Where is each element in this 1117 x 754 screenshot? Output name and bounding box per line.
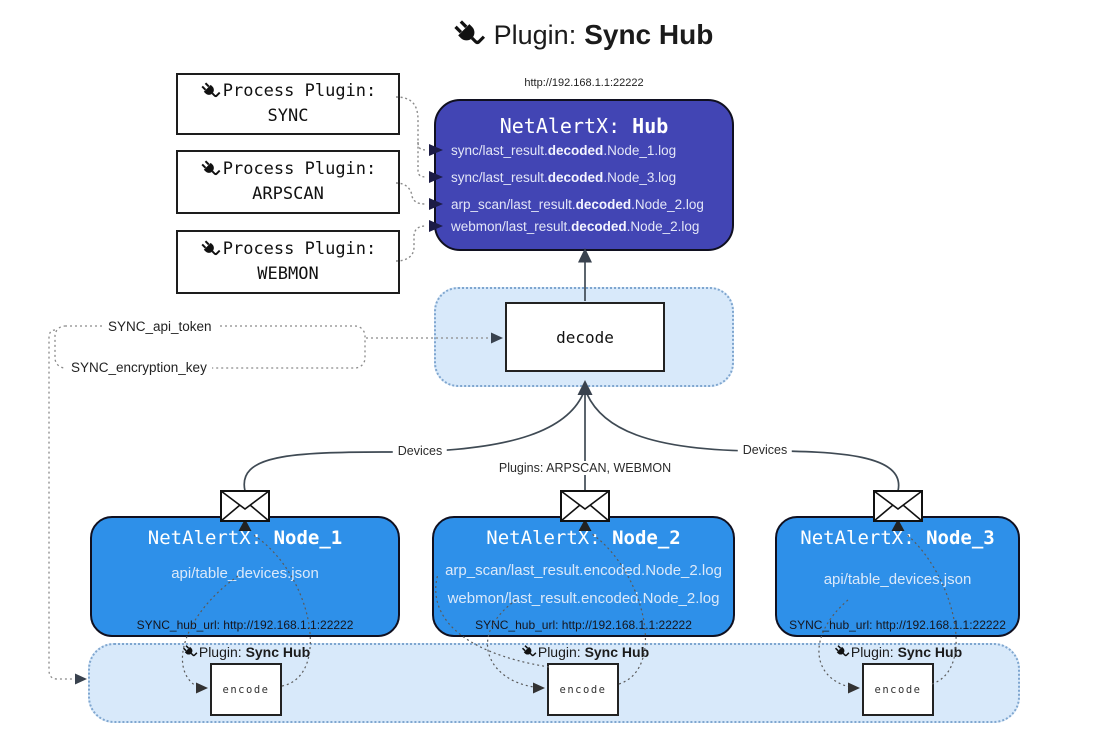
process-plugin-sync: Process Plugin: SYNC xyxy=(176,73,400,135)
node-title: NetAlertX: Node_1 xyxy=(147,527,343,549)
sync-encryption-key-label: SYNC_encryption_key xyxy=(66,360,212,375)
node-file: arp_scan/last_result.encoded.Node_2.log xyxy=(445,562,722,579)
node-title: NetAlertX: Node_3 xyxy=(800,527,995,549)
sync-api-token-label: SYNC_api_token xyxy=(103,319,217,334)
process-plugin-webmon: Process Plugin: WEBMON xyxy=(176,230,400,294)
process-plugin-name: WEBMON xyxy=(257,264,319,284)
plug-icon xyxy=(182,644,198,660)
process-plugin-label: Process Plugin: xyxy=(222,81,377,101)
devices-label-right: Devices xyxy=(737,443,793,457)
plug-icon xyxy=(834,644,850,660)
netalertx-node-3-box: NetAlertX: Node_3 api/table_devices.json… xyxy=(775,516,1020,637)
hub-log-line: webmon/last_result.decoded.Node_2.log xyxy=(451,219,700,234)
netalertx-hub-box: NetAlertX: Hub sync/last_result.decoded.… xyxy=(434,99,734,251)
process-plugin-label: Process Plugin: xyxy=(222,239,377,259)
hub-url: http://192.168.1.1:22222 xyxy=(524,77,644,89)
plug-icon xyxy=(200,239,221,260)
node-hub-url: SYNC_hub_url: http://192.168.1.1:22222 xyxy=(475,618,692,632)
encode-box: encode xyxy=(210,663,282,716)
plugin-hub-connectors xyxy=(395,96,428,262)
hub-log-line: sync/last_result.decoded.Node_3.log xyxy=(451,170,677,185)
hub-title-name: Hub xyxy=(632,114,669,138)
process-plugin-arpscan: Process Plugin: ARPSCAN xyxy=(176,150,400,214)
netalertx-node-2-box: NetAlertX: Node_2 arp_scan/last_result.e… xyxy=(432,516,735,637)
plugins-label-center: Plugins: ARPSCAN, WEBMON xyxy=(493,461,677,475)
decode-box: decode xyxy=(505,302,665,372)
plug-icon xyxy=(200,81,221,102)
netalertx-node-1-box: NetAlertX: Node_1 api/table_devices.json… xyxy=(90,516,400,637)
node-file: api/table_devices.json xyxy=(823,571,972,588)
node-title: NetAlertX: Node_2 xyxy=(486,527,681,549)
process-plugin-name: ARPSCAN xyxy=(252,184,324,204)
process-plugin-name: SYNC xyxy=(267,106,309,126)
diagram-title: Plugin: Sync Hub xyxy=(24,18,1117,52)
hub-log-line: sync/last_result.decoded.Node_1.log xyxy=(451,143,677,158)
encoder-plugin-label: Plugin: Sync Hub xyxy=(182,644,310,660)
node-file: webmon/last_result.encoded.Node_2.log xyxy=(447,590,720,607)
encoder-plugin-label: Plugin: Sync Hub xyxy=(834,644,962,660)
process-plugin-label: Process Plugin: xyxy=(222,159,377,179)
node-file: api/table_devices.json xyxy=(171,565,319,582)
plug-icon xyxy=(200,159,221,180)
hub-log-line: arp_scan/last_result.decoded.Node_2.log xyxy=(451,197,704,212)
encoder-plugin-label: Plugin: Sync Hub xyxy=(521,644,649,660)
encode-box: encode xyxy=(862,663,934,716)
hub-title: NetAlertX: Hub xyxy=(436,114,732,138)
devices-label-left: Devices xyxy=(392,444,448,458)
plug-icon xyxy=(521,644,537,660)
title-name: Sync Hub xyxy=(584,19,714,50)
plug-icon xyxy=(452,18,486,52)
encode-box: encode xyxy=(547,663,619,716)
hub-title-label: NetAlertX: xyxy=(499,114,621,138)
node-hub-url: SYNC_hub_url: http://192.168.1.1:22222 xyxy=(136,618,354,632)
title-label: Plugin: xyxy=(493,19,577,50)
node-hub-url: SYNC_hub_url: http://192.168.1.1:22222 xyxy=(789,618,1006,632)
